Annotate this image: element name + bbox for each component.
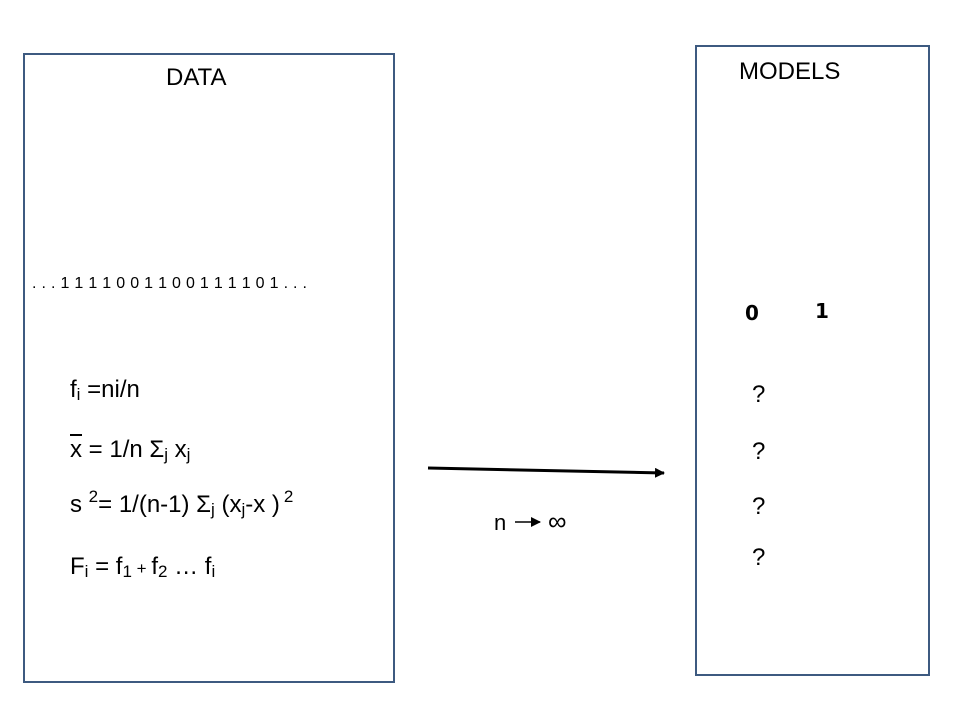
data-title: DATA — [166, 64, 227, 91]
cumulative-formula: Fi = f1 + f2 … fi — [70, 553, 216, 581]
question-mark-4: ? — [752, 544, 766, 571]
variance-formula: s 2= 1/(n-1) Σj (xj-x )2 — [70, 487, 294, 519]
main-arrow — [427, 466, 665, 478]
mean-formula: x = 1/n Σj xj — [70, 436, 191, 464]
models-panel — [695, 45, 930, 676]
data-panel — [23, 53, 395, 683]
models-title: MODELS — [739, 58, 841, 85]
binary-sequence: . . . 1 1 1 1 0 0 1 1 0 0 1 1 1 1 0 1 . … — [32, 275, 308, 292]
question-mark-1: ? — [752, 381, 766, 408]
frequency-formula: fi =ni/n — [70, 376, 140, 404]
bar-label-0: 0 — [745, 301, 759, 325]
bar-label-1: 1 — [815, 299, 829, 323]
question-mark-3: ? — [752, 493, 766, 520]
limit-infinity: ∞ — [548, 506, 567, 536]
question-mark-2: ? — [752, 438, 766, 465]
limit-n: n — [494, 510, 507, 535]
